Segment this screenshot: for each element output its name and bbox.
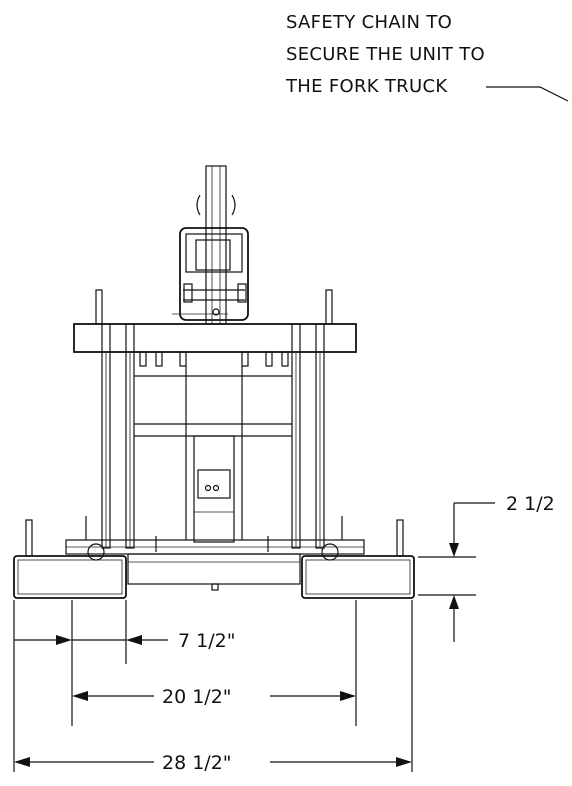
extension-lines	[13, 600, 413, 772]
dimension-center-spacing: 20 1/2"	[72, 686, 356, 708]
safety-chain-note: SAFETY CHAIN TO SECURE THE UNIT TO THE F…	[285, 12, 569, 102]
machine-front-view	[13, 165, 415, 599]
note-line-3: THE FORK TRUCK	[285, 76, 448, 97]
cross-members	[134, 366, 292, 540]
plate-tabs	[139, 351, 289, 367]
dim-fork-width-label: 7 1/2"	[178, 630, 235, 652]
mast-assembly	[172, 165, 249, 325]
dim-height-label: 2 1/2	[506, 493, 555, 515]
dimension-fork-width: 7 1/2"	[14, 630, 235, 652]
top-plate	[73, 323, 357, 353]
dim-overall-width-label: 28 1/2"	[162, 752, 232, 774]
dim-center-spacing-label: 20 1/2"	[162, 686, 232, 708]
upright-posts	[25, 289, 404, 557]
note-line-1: SAFETY CHAIN TO	[286, 12, 452, 33]
note-line-2: SECURE THE UNIT TO	[286, 44, 485, 65]
fork-pocket-left	[13, 555, 127, 599]
dimension-height: 2 1/2	[418, 493, 555, 642]
center-hitch	[193, 435, 235, 543]
dimension-overall-width: 28 1/2"	[14, 752, 412, 774]
base-frame	[65, 516, 365, 591]
note-leader-line	[486, 86, 569, 102]
fork-pocket-right	[301, 555, 415, 599]
